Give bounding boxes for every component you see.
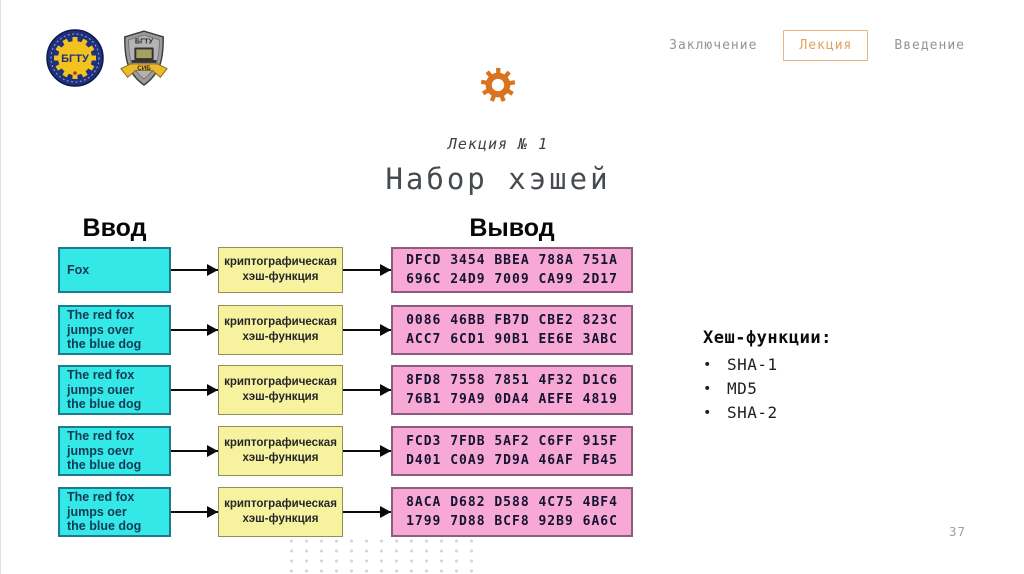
list-item: SHA-2 bbox=[703, 403, 832, 422]
page-number: 37 bbox=[949, 524, 967, 539]
list-item: SHA-1 bbox=[703, 355, 832, 374]
hash-value: FCD3 7FDB 5AF2 C6FF 915F D401 C0A9 7D9A … bbox=[406, 433, 618, 469]
output-hash-box: FCD3 7FDB 5AF2 C6FF 915F D401 C0A9 7D9A … bbox=[391, 426, 633, 476]
arrow-right-icon bbox=[343, 384, 391, 396]
input-text: The red fox jumps oer the blue dog bbox=[67, 489, 142, 534]
hash-function-label: криптографическая хэш-функция bbox=[224, 256, 337, 283]
hash-value: 0086 46BB FB7D CBE2 823C ACC7 6CD1 90B1 … bbox=[406, 312, 618, 348]
arrow-right-icon bbox=[171, 384, 218, 396]
arrow-right-icon bbox=[343, 324, 391, 336]
input-column-header: Ввод bbox=[82, 214, 147, 242]
diagram-row: The red fox jumps ouer the blue dog крип… bbox=[58, 365, 633, 415]
output-hash-box: DFCD 3454 BBEA 788A 751A 696C 24D9 7009 … bbox=[391, 247, 633, 293]
output-column-header: Вывод bbox=[469, 214, 555, 242]
nav-tab-intro[interactable]: Введение bbox=[894, 38, 965, 53]
hash-list-entry: MD5 bbox=[726, 379, 758, 398]
shield-ribbon-text: СИБ bbox=[137, 65, 151, 72]
hash-function-label: криптографическая хэш-функция bbox=[224, 498, 337, 525]
input-text: Fox bbox=[67, 262, 90, 277]
input-box: Fox bbox=[58, 247, 171, 293]
hash-functions-list: Хеш-функции: SHA-1 MD5 SHA-2 bbox=[703, 328, 832, 427]
page-title: Набор хэшей bbox=[385, 162, 611, 196]
hash-value: DFCD 3454 BBEA 788A 751A 696C 24D9 7009 … bbox=[406, 252, 618, 288]
input-box: The red fox jumps oevr the blue dog bbox=[58, 426, 171, 476]
lecture-number-subtitle: Лекция № 1 bbox=[447, 135, 549, 153]
input-box: The red fox jumps ouer the blue dog bbox=[58, 365, 171, 415]
output-hash-box: 8ACA D682 D588 4C75 4BF4 1799 7D88 BCF8 … bbox=[391, 487, 633, 537]
input-box: The red fox jumps oer the blue dog bbox=[58, 487, 171, 537]
hash-function-box: криптографическая хэш-функция bbox=[218, 365, 343, 415]
diagram-row: The red fox jumps oer the blue dog крипт… bbox=[58, 487, 633, 537]
output-hash-box: 0086 46BB FB7D CBE2 823C ACC7 6CD1 90B1 … bbox=[391, 305, 633, 355]
hash-function-label: криптографическая хэш-функция bbox=[224, 376, 337, 403]
arrow-right-icon bbox=[171, 445, 218, 457]
arrow-right-icon bbox=[171, 506, 218, 518]
output-hash-box: 8FD8 7558 7851 4F32 D1C6 76B1 79A9 0DA4 … bbox=[391, 365, 633, 415]
dots-pattern bbox=[284, 536, 481, 574]
seal-text: БГТУ bbox=[61, 53, 89, 65]
list-item: MD5 bbox=[703, 379, 832, 398]
hash-list-heading: Хеш-функции: bbox=[703, 328, 832, 348]
diagram-row: The red fox jumps over the blue dog крип… bbox=[58, 305, 633, 355]
logo-group: БГТУ БГТУ СИБ bbox=[46, 29, 169, 91]
hash-function-label: криптографическая хэш-функция bbox=[224, 316, 337, 343]
hash-function-box: криптографическая хэш-функция bbox=[218, 426, 343, 476]
arrow-right-icon bbox=[343, 445, 391, 457]
arrow-right-icon bbox=[171, 324, 218, 336]
diagram-row: The red fox jumps oevr the blue dog крип… bbox=[58, 426, 633, 476]
shield-top-text: БГТУ bbox=[135, 37, 154, 46]
gear-icon bbox=[479, 66, 517, 104]
slide-nav: Заключение Лекция Введение bbox=[669, 30, 965, 61]
arrow-right-icon bbox=[343, 506, 391, 518]
input-text: The red fox jumps over the blue dog bbox=[67, 307, 142, 352]
diagram-row: Fox криптографическая хэш-функция DFCD 3… bbox=[58, 247, 633, 293]
hash-value: 8FD8 7558 7851 4F32 D1C6 76B1 79A9 0DA4 … bbox=[406, 372, 618, 408]
arrow-right-icon bbox=[343, 264, 391, 276]
hash-value: 8ACA D682 D588 4C75 4BF4 1799 7D88 BCF8 … bbox=[406, 494, 618, 530]
bstu-shield-logo: БГТУ СИБ bbox=[120, 30, 168, 86]
input-box: The red fox jumps over the blue dog bbox=[58, 305, 171, 355]
nav-tab-conclusion[interactable]: Заключение bbox=[669, 38, 758, 53]
hash-list-entry: SHA-2 bbox=[726, 403, 778, 422]
input-text: The red fox jumps oevr the blue dog bbox=[67, 428, 142, 473]
hash-function-label: криптографическая хэш-функция bbox=[224, 437, 337, 464]
nav-tab-lecture[interactable]: Лекция bbox=[783, 30, 869, 61]
hash-function-box: криптографическая хэш-функция bbox=[218, 487, 343, 537]
hash-function-box: криптографическая хэш-функция bbox=[218, 305, 343, 355]
arrow-right-icon bbox=[171, 264, 218, 276]
hash-list-entry: SHA-1 bbox=[726, 355, 778, 374]
input-text: The red fox jumps ouer the blue dog bbox=[67, 367, 142, 412]
hash-function-box: криптографическая хэш-функция bbox=[218, 247, 343, 293]
bstu-round-seal-logo: БГТУ bbox=[46, 29, 104, 87]
